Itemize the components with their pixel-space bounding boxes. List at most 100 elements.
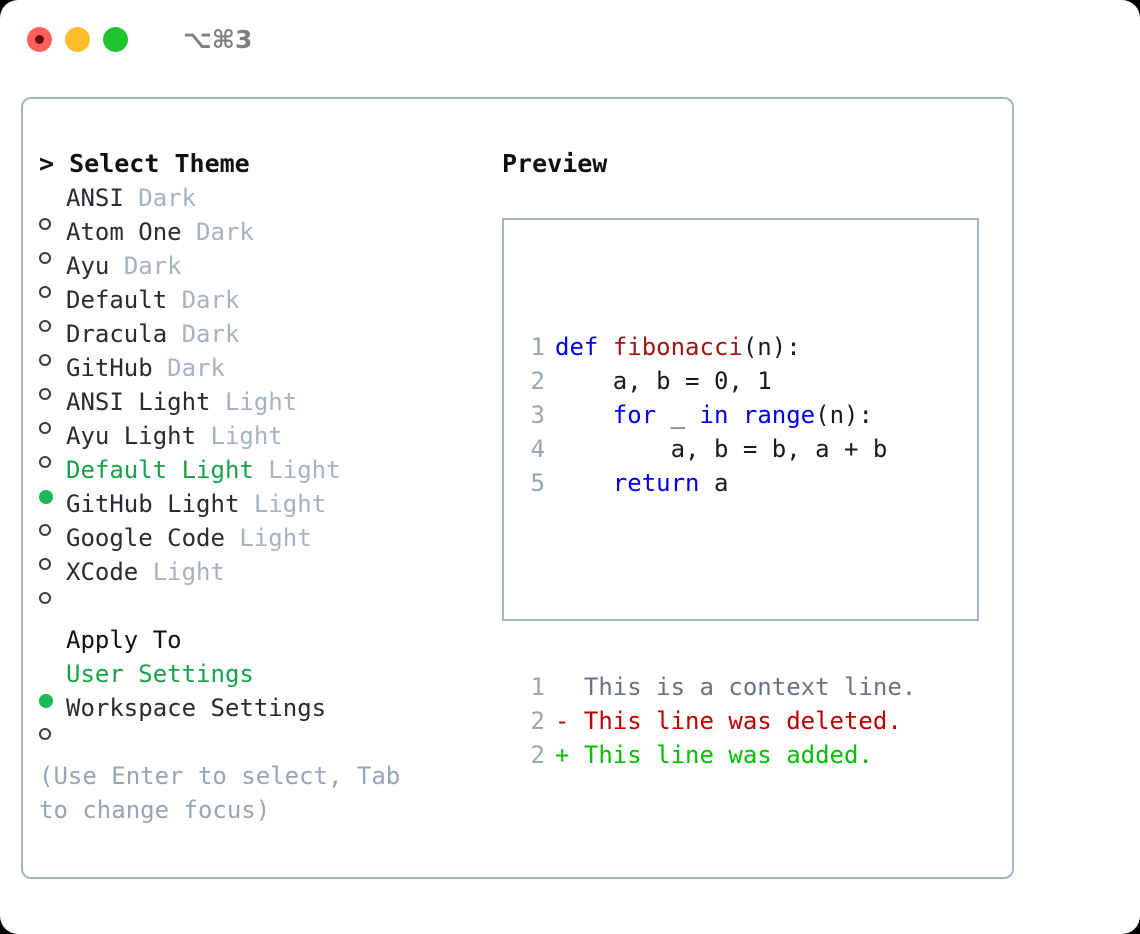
diff-line: 1 This is a context line. <box>517 670 917 704</box>
theme-name-gap <box>225 521 239 555</box>
theme-name-gap <box>254 453 268 487</box>
preview-title: Preview <box>502 149 608 178</box>
code-token: fibonacci <box>612 333 743 361</box>
theme-variant-tag: Light <box>239 524 312 552</box>
theme-variant-tag: Dark <box>138 184 197 212</box>
theme-list-item[interactable]: Default Light Light <box>39 453 491 504</box>
theme-name: Google Code <box>66 524 225 552</box>
traffic-lights <box>27 26 128 52</box>
theme-list-item[interactable]: GitHub Dark <box>39 351 491 400</box>
theme-name: Ayu <box>66 252 110 280</box>
theme-variant-tag: Dark <box>181 286 240 314</box>
code-token: return <box>612 469 700 497</box>
code-line: 2 a, b = 0, 1 <box>517 364 916 398</box>
radio-dot <box>39 286 51 298</box>
theme-list-item[interactable]: XCode Light <box>39 555 491 604</box>
maximize-button[interactable] <box>103 26 128 52</box>
code-token: (n): <box>742 333 801 361</box>
theme-name-gap <box>138 555 152 589</box>
theme-list-item[interactable]: ANSI Light Light <box>39 385 491 434</box>
code-line: 3 for _ in range(n): <box>517 398 916 432</box>
theme-list-item[interactable]: Atom One Dark <box>39 215 491 264</box>
diff-line: 2 - This line was deleted. <box>517 704 916 738</box>
line-number: 2 <box>530 707 545 735</box>
code-text: for _ in range(n): <box>555 398 873 432</box>
theme-variant-tag: Dark <box>181 320 240 348</box>
theme-list-item[interactable]: Dracula Dark <box>39 317 491 366</box>
theme-variant-tag: Dark <box>196 218 254 246</box>
theme-list-item[interactable]: Ayu Dark <box>39 249 491 298</box>
theme-name: GitHub Light <box>66 490 240 518</box>
theme-name: ANSI <box>66 184 124 212</box>
theme-picker-header: > Select Theme <box>39 149 250 178</box>
diff-text: + This line was added. <box>555 741 873 769</box>
apply-to-option[interactable]: Workspace Settings <box>39 691 491 740</box>
radio-dot <box>39 388 51 400</box>
code-text: return a <box>555 466 729 500</box>
theme-name-gap <box>124 181 138 215</box>
radio-dot <box>39 252 51 264</box>
radio-dot <box>39 320 51 332</box>
line-number: 2 <box>530 741 545 769</box>
apply-to-option[interactable]: User Settings <box>39 657 491 708</box>
theme-name: Default <box>66 286 168 314</box>
theme-list-item[interactable]: Google Code Light <box>39 521 491 570</box>
code-token: def <box>555 333 599 361</box>
theme-variant-tag: Light <box>210 422 283 450</box>
theme-name-gap <box>196 419 210 453</box>
keyboard-hint: (Use Enter to select, Tab to change focu… <box>39 762 415 824</box>
code-line: 4 a, b = b, a + b <box>517 432 916 466</box>
radio-dot <box>39 728 51 740</box>
theme-name: GitHub <box>66 354 153 382</box>
close-button[interactable] <box>27 26 52 52</box>
theme-name-gap <box>167 317 181 351</box>
theme-list-item[interactable]: Ayu Light Light <box>39 419 491 468</box>
theme-name-gap <box>239 487 253 521</box>
code-token <box>728 401 742 429</box>
theme-name-gap <box>109 249 123 283</box>
diff-lines: 1 This is a context line. 2 - This line wa… <box>517 670 917 772</box>
radio-dot <box>39 456 51 468</box>
keyboard-shortcut-label: ⌥⌘3 <box>183 24 253 54</box>
minimize-button[interactable] <box>65 26 90 52</box>
code-token: (n): <box>815 401 873 429</box>
theme-variant-tag: Light <box>152 558 225 586</box>
radio-dot <box>39 490 53 504</box>
theme-list-item[interactable]: Default Dark <box>39 283 491 332</box>
line-number: 4 <box>530 435 545 463</box>
radio-dot <box>39 558 51 570</box>
title-bar: ⌥⌘3 <box>0 0 1140 78</box>
code-token: in <box>699 401 729 429</box>
theme-variant-tag: Dark <box>123 252 182 280</box>
theme-variant-tag: Light <box>268 456 341 484</box>
list-spacer <box>39 589 491 623</box>
diff-text: - This line was deleted. <box>555 707 902 735</box>
code-token: a <box>699 469 729 497</box>
apply-to-label: User Settings <box>66 660 254 688</box>
apply-to-label: Workspace Settings <box>66 694 327 722</box>
theme-list-item[interactable]: ANSI Dark <box>39 181 491 230</box>
line-number: 1 <box>530 673 545 701</box>
radio-dot <box>39 422 51 434</box>
radio-dot <box>39 218 51 230</box>
code-diff-gap <box>517 568 916 602</box>
theme-variant-tag: Dark <box>167 354 225 382</box>
theme-name-gap <box>167 283 181 317</box>
code-token <box>555 401 613 429</box>
theme-name-gap <box>153 351 167 385</box>
theme-name: Atom One <box>66 218 182 246</box>
radio-dot <box>39 524 51 536</box>
theme-list-item[interactable]: GitHub Light Light <box>39 487 491 536</box>
code-token: for <box>612 401 657 429</box>
line-number: 5 <box>530 469 545 497</box>
